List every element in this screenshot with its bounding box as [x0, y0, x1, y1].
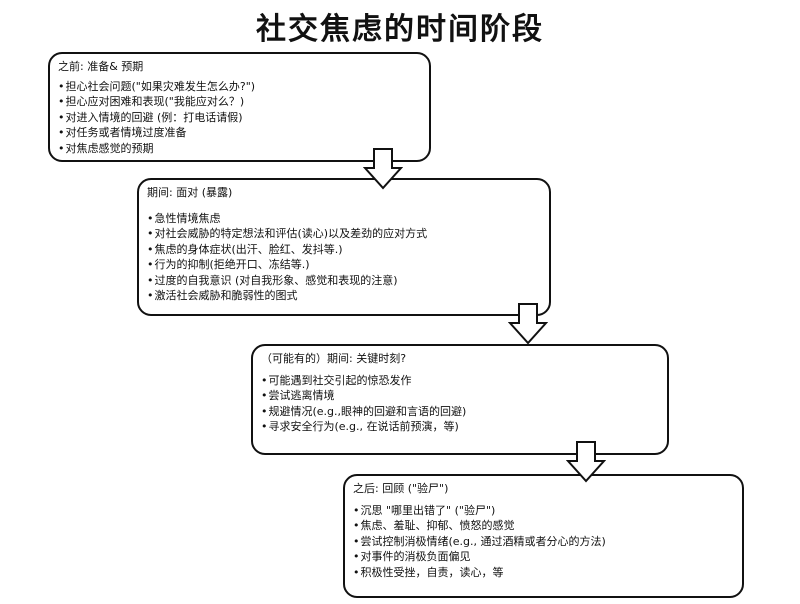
stage-item-list: 可能遇到社交引起的惊恐发作 尝试逃离情境 规避情况(e.g.,眼神的回避和言语的…	[261, 373, 659, 435]
stage-item: 对进入情境的回避 (例：打电话请假)	[58, 110, 421, 126]
stage-item-list: 担心社会问题("如果灾难发生怎么办?") 担心应对困难和表现("我能应对么？) …	[58, 79, 421, 157]
stage-item: 规避情况(e.g.,眼神的回避和言语的回避)	[261, 404, 659, 420]
stage-item: 焦虑、羞耻、抑郁、愤怒的感觉	[353, 518, 734, 534]
stage-heading: 期间: 面对 (暴露)	[147, 186, 233, 199]
stage-critical-moment-box: （可能有的）期间: 关键时刻? 可能遇到社交引起的惊恐发作 尝试逃离情境 规避情…	[251, 344, 669, 455]
stage-item: 积极性受挫，自责，读心，等	[353, 565, 734, 581]
stage-item: 激活社会威胁和脆弱性的图式	[147, 288, 541, 304]
stage-heading: 之前: 准备& 预期	[58, 60, 144, 73]
stage-item: 可能遇到社交引起的惊恐发作	[261, 373, 659, 389]
stage-item: 行为的抑制(拒绝开口、冻结等.)	[147, 257, 541, 273]
stage-item: 尝试控制消极情绪(e.g., 通过酒精或者分心的方法)	[353, 534, 734, 550]
stage-item: 对事件的消极负面偏见	[353, 549, 734, 565]
stage-heading: （可能有的）期间: 关键时刻?	[261, 352, 407, 365]
stage-item: 寻求安全行为(e.g., 在说话前预演，等)	[261, 419, 659, 435]
stage-item: 担心应对困难和表现("我能应对么？)	[58, 94, 421, 110]
stage-item: 对焦虑感觉的预期	[58, 141, 421, 157]
down-arrow-icon	[363, 148, 403, 190]
stage-item: 担心社会问题("如果灾难发生怎么办?")	[58, 79, 421, 95]
stage-item: 急性情境焦虑	[147, 211, 541, 227]
stage-item-list: 急性情境焦虑 对社会威胁的特定想法和评估(读心)以及差劲的应对方式 焦虑的身体症…	[147, 211, 541, 304]
stage-item: 对任务或者情境过度准备	[58, 125, 421, 141]
stage-item-list: 沉思 "哪里出错了" ("验尸") 焦虑、羞耻、抑郁、愤怒的感觉 尝试控制消极情…	[353, 503, 734, 581]
stage-before-box: 之前: 准备& 预期 担心社会问题("如果灾难发生怎么办?") 担心应对困难和表…	[48, 52, 431, 162]
page-title: 社交焦虑的时间阶段	[256, 12, 544, 47]
stage-heading: 之后: 回顾 ("验尸")	[353, 482, 449, 495]
stage-after-box: 之后: 回顾 ("验尸") 沉思 "哪里出错了" ("验尸") 焦虑、羞耻、抑郁…	[343, 474, 744, 598]
stage-during-box: 期间: 面对 (暴露) 急性情境焦虑 对社会威胁的特定想法和评估(读心)以及差劲…	[137, 178, 551, 316]
stage-item: 焦虑的身体症状(出汗、脸红、发抖等.)	[147, 242, 541, 258]
stage-item: 对社会威胁的特定想法和评估(读心)以及差劲的应对方式	[147, 226, 541, 242]
stage-item: 尝试逃离情境	[261, 388, 659, 404]
stage-item: 过度的自我意识 (对自我形象、感觉和表现的注意)	[147, 273, 541, 289]
down-arrow-icon	[566, 441, 606, 483]
stage-item: 沉思 "哪里出错了" ("验尸")	[353, 503, 734, 519]
down-arrow-icon	[508, 303, 548, 345]
